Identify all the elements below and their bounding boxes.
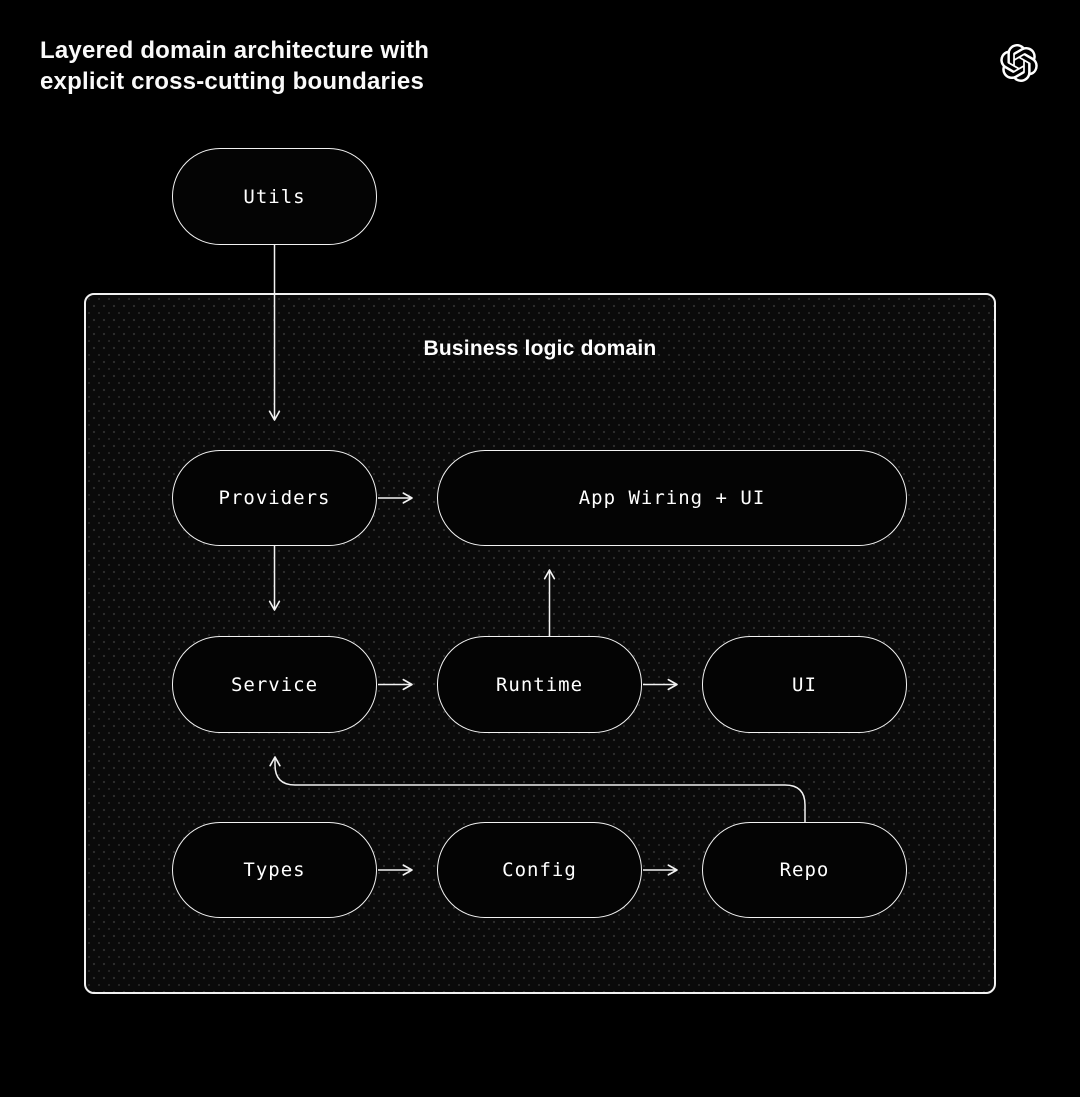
node-runtime-label: Runtime bbox=[495, 673, 584, 696]
node-utils-label: Utils bbox=[243, 185, 306, 208]
page-title-line2: explicit cross-cutting boundaries bbox=[40, 68, 425, 95]
node-service: Service bbox=[172, 636, 377, 733]
openai-logo-icon bbox=[1000, 44, 1038, 82]
node-app-wiring-ui: App Wiring + UI bbox=[437, 450, 907, 546]
node-service-label: Service bbox=[230, 673, 319, 696]
node-utils: Utils bbox=[172, 148, 377, 245]
node-providers: Providers bbox=[172, 450, 377, 546]
node-providers-label: Providers bbox=[218, 487, 331, 509]
node-types: Types bbox=[172, 822, 377, 918]
node-runtime: Runtime bbox=[437, 636, 642, 733]
node-ui-label: UI bbox=[792, 673, 817, 696]
node-repo-label: Repo bbox=[779, 859, 830, 881]
node-types-label: Types bbox=[243, 859, 306, 881]
node-app-wiring-ui-label: App Wiring + UI bbox=[578, 487, 766, 509]
page-title-line1: Layered domain architecture with bbox=[40, 37, 430, 64]
node-config: Config bbox=[437, 822, 642, 918]
node-repo: Repo bbox=[702, 822, 907, 918]
node-config-label: Config bbox=[502, 859, 577, 881]
domain-label: Business logic domain bbox=[423, 337, 657, 360]
node-ui: UI bbox=[702, 636, 907, 733]
page-title: Layered domain architecture with explici… bbox=[40, 35, 429, 97]
